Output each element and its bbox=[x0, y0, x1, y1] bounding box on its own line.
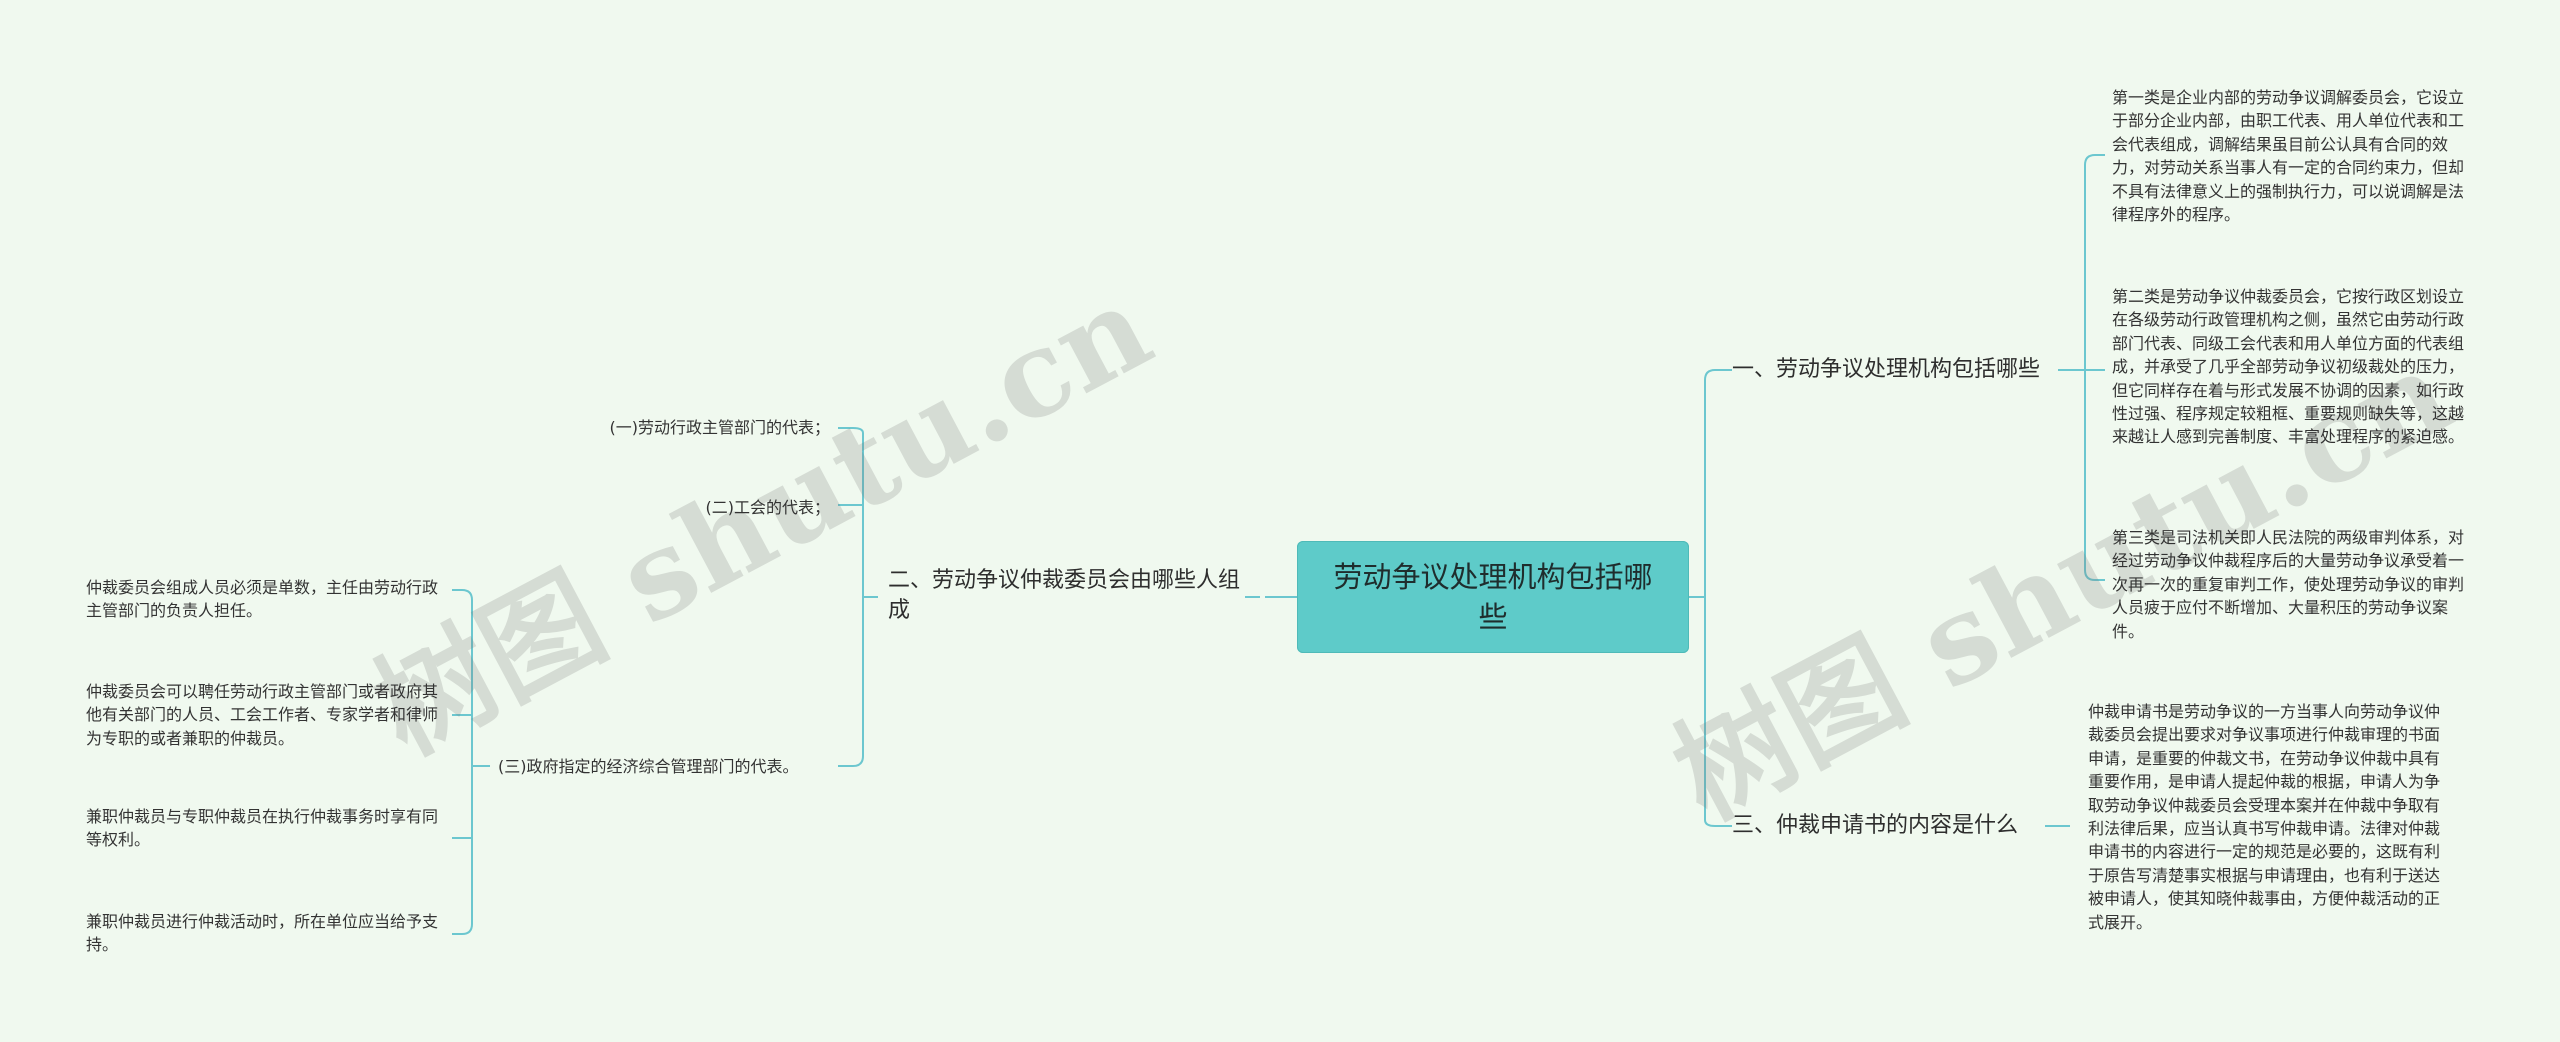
sub-node: (三)政府指定的经济综合管理部门的代表。 bbox=[498, 757, 799, 776]
leaf-node: 第三类是司法机关即人民法院的两级审判体系，对经过劳动争议仲裁程序后的大量劳动争议… bbox=[2112, 528, 2465, 641]
leaf-node: 仲裁委员会可以聘任劳动行政主管部门或者政府其他有关部门的人员、工会工作者、专家学… bbox=[86, 682, 439, 748]
root-node[interactable]: 劳动争议处理机构包括哪些 bbox=[1297, 541, 1689, 653]
branch-node-application-content[interactable]: 三、仲裁申请书的内容是什么 bbox=[1732, 813, 2019, 838]
leaf-node: 兼职仲裁员进行仲裁活动时，所在单位应当给予支持。 bbox=[86, 912, 439, 955]
branch-node-processing-bodies[interactable]: 一、劳动争议处理机构包括哪些 bbox=[1732, 357, 2041, 382]
leaf-node: 兼职仲裁员与专职仲裁员在执行仲裁事务时享有同等权利。 bbox=[86, 807, 439, 850]
sub-node: (一)劳动行政主管部门的代表； bbox=[609, 418, 831, 437]
leaf-node: 仲裁委员会组成人员必须是单数，主任由劳动行政主管部门的负责人担任。 bbox=[86, 578, 439, 621]
sub-node: (二)工会的代表； bbox=[705, 498, 831, 517]
leaf-node: 仲裁申请书是劳动争议的一方当事人向劳动争议仲裁委员会提出要求对争议事项进行仲裁审… bbox=[2088, 702, 2441, 932]
branch-node-arbitration-committee[interactable]: 二、劳动争议仲裁委员会由哪些人组成 bbox=[888, 568, 1241, 623]
leaf-node: 第二类是劳动争议仲裁委员会，它按行政区划设立在各级劳动行政管理机构之侧，虽然它由… bbox=[2112, 287, 2465, 447]
leaf-node: 第一类是企业内部的劳动争议调解委员会，它设立于部分企业内部，由职工代表、用人单位… bbox=[2112, 88, 2465, 225]
